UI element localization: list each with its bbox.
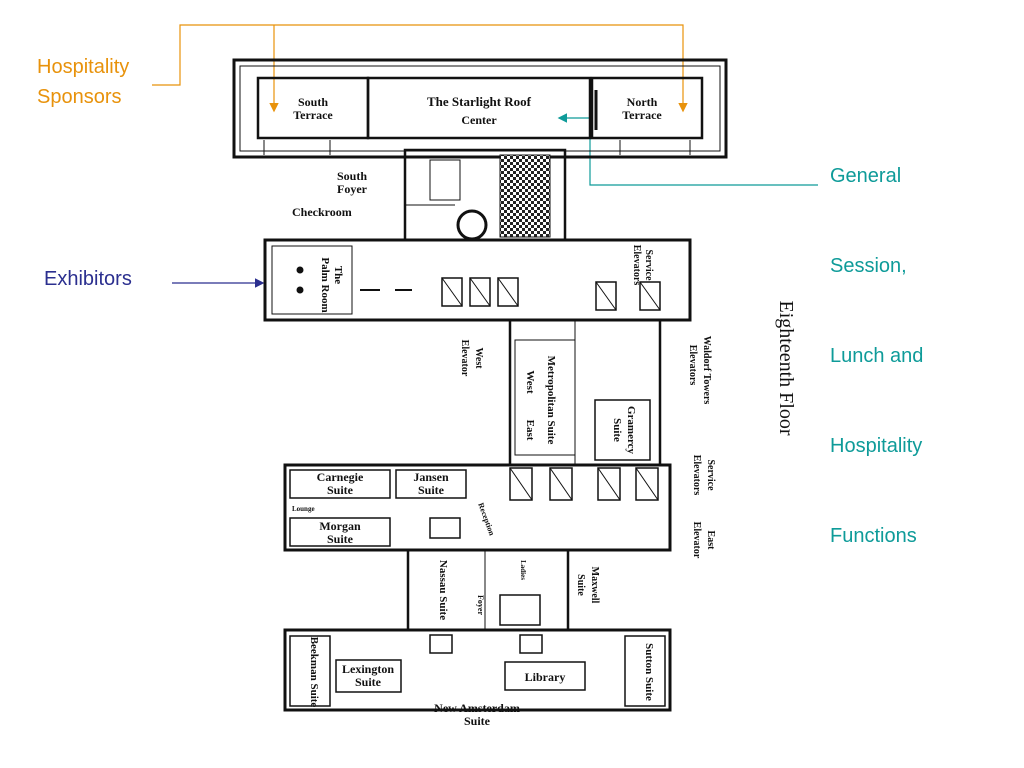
checkroom-label: Checkroom <box>292 205 352 219</box>
west-elevator-label: West <box>473 347 484 369</box>
waldorf-towers-label-2: Elevators <box>687 345 698 386</box>
nassau-suite-label: Nassau Suite <box>437 560 449 620</box>
nassau-connector <box>406 548 570 632</box>
palm-room-label: The <box>332 266 344 284</box>
metro-west-label: West <box>524 370 536 394</box>
waldorf-towers-label: Waldorf Towers <box>701 336 712 405</box>
general-line-1: General <box>830 165 902 187</box>
palm-room-label-2: Palm Room <box>319 257 331 312</box>
hospitality-leader <box>152 24 688 113</box>
floor-title: Eighteenth Floor <box>775 301 797 436</box>
bottom-wing <box>283 628 672 712</box>
library-label: Library <box>525 670 566 684</box>
general-line-5: Functions <box>830 525 917 547</box>
hospitality-line-1: Hospitality <box>37 56 130 78</box>
general-line-3: Lunch and <box>830 345 924 367</box>
reception-label: Reception <box>476 502 496 538</box>
service-elevators-top-label: Service <box>643 249 654 281</box>
gramercy-label: Gramercy <box>625 406 637 455</box>
morgan-label: Morgan <box>319 519 361 533</box>
gramercy-label-2: Suite <box>611 418 623 442</box>
lexington-label: Lexington <box>342 662 394 676</box>
general-line-2: Session, <box>830 255 907 277</box>
general-line-4: Hospitality <box>830 435 923 457</box>
service-elevators-mid-label: Service <box>705 459 716 491</box>
palm-wing <box>263 238 692 322</box>
service-elevators-mid-label-2: Elevators <box>691 455 702 496</box>
connector-block <box>403 148 567 242</box>
maxwell-label-2: Suite <box>575 574 586 596</box>
new-amsterdam-label-2: Suite <box>464 714 491 728</box>
carnegie-label: Carnegie <box>317 470 364 484</box>
sutton-label: Sutton Suite <box>643 643 655 701</box>
south-foyer-label: South <box>337 169 367 183</box>
south-foyer-label-2: Foyer <box>337 182 368 196</box>
north-terrace-label: North <box>627 95 658 109</box>
east-elevator-label-2: Elevator <box>691 522 702 559</box>
hospitality-line-2: Sponsors <box>37 86 122 108</box>
jansen-label-2: Suite <box>418 483 445 497</box>
top-wing <box>232 58 728 159</box>
east-elevator-label: East <box>705 531 716 551</box>
south-terrace-label-2: Terrace <box>293 108 333 122</box>
west-elevator-label-2: Elevator <box>459 340 470 377</box>
maxwell-label: Maxwell <box>589 567 600 604</box>
foyer-label: Foyer <box>476 595 485 615</box>
carnegie-label-2: Suite <box>327 483 354 497</box>
lexington-label-2: Suite <box>355 675 382 689</box>
south-terrace-label: South <box>298 95 328 109</box>
lounge-label: Lounge <box>292 505 315 513</box>
general-session-callout: General Session, Lunch and Hospitality F… <box>830 101 923 581</box>
metro-east-label: East <box>524 420 536 441</box>
morgan-label-2: Suite <box>327 532 354 546</box>
service-elevators-top-label-2: Elevators <box>631 245 642 286</box>
room-labels: South Terrace The Starlight Roof Center … <box>292 94 716 728</box>
beekman-label: Beekman Suite <box>308 637 320 708</box>
north-terrace-label-2: Terrace <box>622 108 662 122</box>
hospitality-sponsors-callout: Hospitality Sponsors <box>37 52 129 112</box>
starlight-roof-label: The Starlight Roof <box>427 94 532 109</box>
jansen-label: Jansen <box>413 470 449 484</box>
metropolitan-suite-label: Metropolitan Suite <box>545 356 557 445</box>
ladies-label: Ladies <box>519 560 527 580</box>
new-amsterdam-label: New Amsterdam <box>434 701 520 715</box>
starlight-center-label: Center <box>461 113 497 127</box>
exhibitors-callout: Exhibitors <box>44 268 132 290</box>
